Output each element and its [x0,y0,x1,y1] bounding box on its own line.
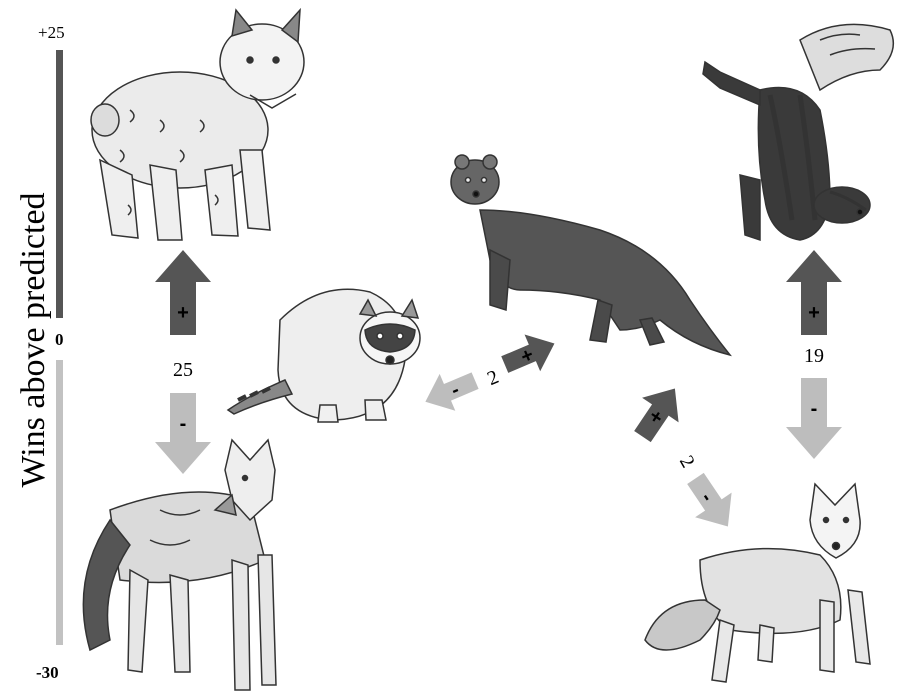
raccoon-negative-arrow: - [418,362,483,420]
skunk-icon [703,24,893,240]
positive-sign: + [177,302,189,324]
coyote-icon [83,440,276,690]
fisher-positive-arrow-2: + [624,376,693,449]
skunk-positive-arrow: + [786,250,842,335]
scale-zero-label: 0 [55,330,64,349]
fisher-raccoon-count: 2 [484,366,502,390]
positive-sign: + [808,302,820,324]
gray-fox-icon [645,484,870,682]
fisher-positive-arrow: + [497,325,562,383]
scale-axis-label: Wins above predicted [15,192,52,487]
bobcat-coyote-count: 25 [173,359,193,381]
skunk-grayfox-count: 19 [804,345,824,367]
bobcat-positive-arrow: + [155,250,211,335]
grayfox-negative-arrow-2: - [786,378,842,459]
grayfox-negative-arrow: - [677,466,746,539]
fisher-grayfox-count: 2 [675,452,699,472]
scale-top-label: +25 [38,23,65,42]
bobcat-icon [91,10,304,240]
raccoon-icon [228,289,420,422]
coyote-negative-arrow: - [155,393,211,474]
negative-sign: - [180,413,187,435]
fisher-icon [451,155,730,355]
scale-positive-bar [56,50,63,318]
scale-negative-bar [56,360,63,645]
wins-scale: +25 0 -30 Wins above predicted [15,23,65,682]
scale-bottom-label: -30 [36,663,59,682]
negative-sign: - [811,398,818,420]
